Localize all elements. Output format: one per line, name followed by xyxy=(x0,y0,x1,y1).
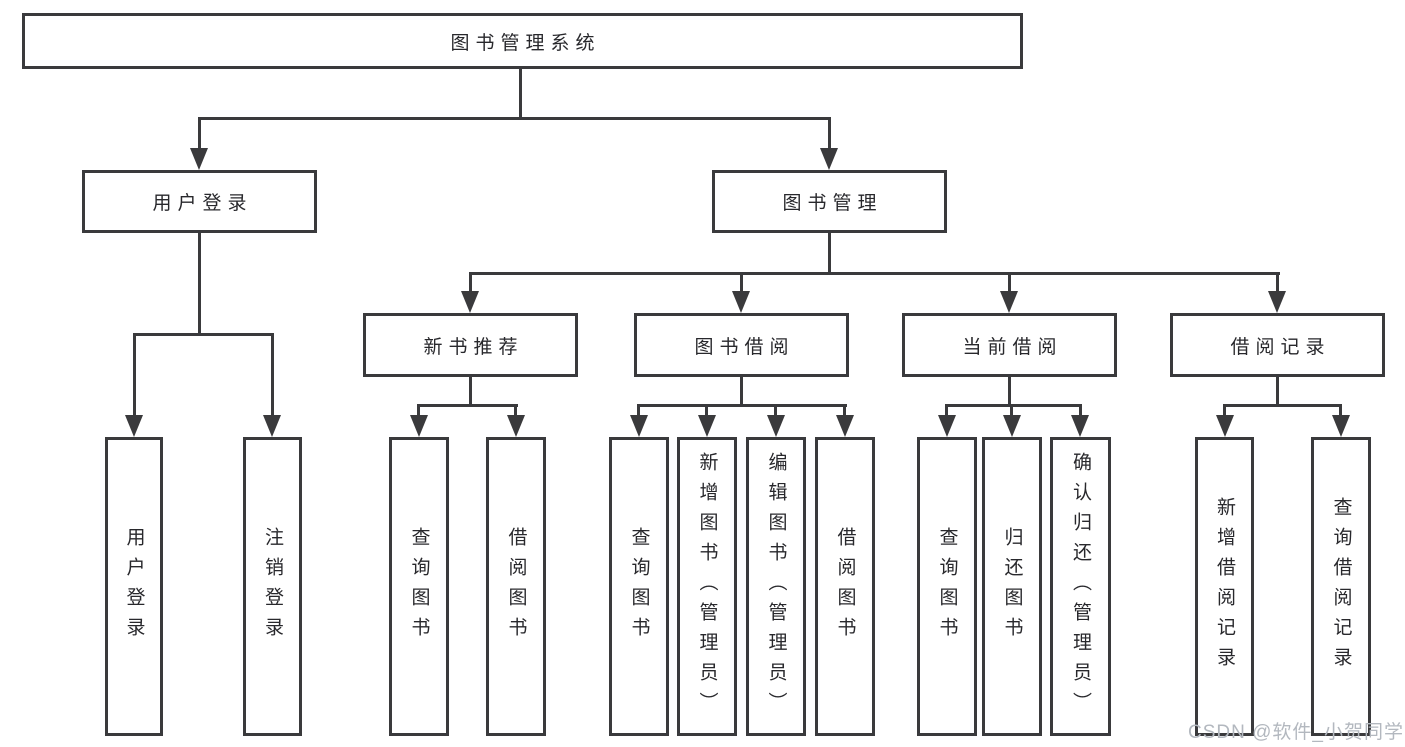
leaf-query-book-3: 查询图书 xyxy=(917,437,977,736)
leaf-query-book-2: 查询图书 xyxy=(609,437,669,736)
leaf-return-book-label: 归还图书 xyxy=(1001,526,1023,647)
connector-line xyxy=(271,333,274,417)
arrowhead xyxy=(125,415,143,437)
connector-line xyxy=(133,333,136,417)
connector-line xyxy=(1223,404,1342,407)
leaf-logout: 注销登录 xyxy=(243,437,302,736)
connector-line xyxy=(843,404,846,417)
connector-line xyxy=(519,69,522,119)
node-user-login: 用户登录 xyxy=(82,170,317,233)
connector-line xyxy=(705,404,708,417)
connector-line xyxy=(133,333,274,336)
leaf-add-borrow-record-label: 新增借阅记录 xyxy=(1214,496,1235,677)
arrowhead xyxy=(1003,415,1021,437)
csdn-watermark: CSDN @软件_小贺同学 xyxy=(1188,722,1404,743)
node-new-book-recommend-label: 新书推荐 xyxy=(423,336,524,358)
leaf-query-borrow-record: 查询借阅记录 xyxy=(1311,437,1371,736)
leaf-add-book-admin: 新增图书（管理员） xyxy=(677,437,737,736)
leaf-user-login-label: 用户登录 xyxy=(123,526,145,647)
arrowhead xyxy=(461,291,479,313)
connector-line xyxy=(198,117,201,150)
leaf-borrow-book-1-label: 借阅图书 xyxy=(505,526,527,647)
node-current-borrow-label: 当前借阅 xyxy=(962,336,1063,358)
node-new-book-recommend: 新书推荐 xyxy=(363,313,578,377)
arrowhead xyxy=(836,415,854,437)
arrowhead xyxy=(507,415,525,437)
connector-line xyxy=(774,404,777,417)
connector-line xyxy=(469,272,1280,275)
node-borrow-record-label: 借阅记录 xyxy=(1230,336,1331,358)
leaf-query-book-1: 查询图书 xyxy=(389,437,449,736)
leaf-confirm-return-admin-label: 确认归还（管理员） xyxy=(1070,451,1091,722)
leaf-user-login: 用户登录 xyxy=(105,437,163,736)
connector-line xyxy=(828,233,831,275)
arrowhead xyxy=(263,415,281,437)
node-root: 图书管理系统 xyxy=(22,13,1023,69)
leaf-borrow-book-1: 借阅图书 xyxy=(486,437,546,736)
leaf-add-book-admin-label: 新增图书（管理员） xyxy=(696,451,718,722)
arrowhead xyxy=(698,415,716,437)
connector-line xyxy=(1276,272,1279,293)
node-book-management-label: 图书管理 xyxy=(782,193,883,214)
connector-line xyxy=(1079,404,1082,417)
arrowhead xyxy=(767,415,785,437)
connector-line xyxy=(1008,272,1011,293)
arrowhead xyxy=(938,415,956,437)
arrowhead xyxy=(1071,415,1089,437)
connector-line xyxy=(945,404,1082,407)
arrowhead xyxy=(732,291,750,313)
arrowhead xyxy=(1216,415,1234,437)
node-root-label: 图书管理系统 xyxy=(450,32,601,54)
leaf-query-book-1-label: 查询图书 xyxy=(408,526,430,647)
arrowhead xyxy=(190,148,208,170)
leaf-add-borrow-record: 新增借阅记录 xyxy=(1195,437,1254,736)
node-borrow-record: 借阅记录 xyxy=(1170,313,1385,377)
connector-line xyxy=(828,117,831,150)
leaf-borrow-book-2: 借阅图书 xyxy=(815,437,875,736)
connector-line xyxy=(1010,404,1013,417)
leaf-logout-label: 注销登录 xyxy=(262,526,283,647)
leaf-return-book: 归还图书 xyxy=(982,437,1042,736)
connector-line xyxy=(637,404,640,417)
connector-line xyxy=(1276,377,1279,406)
connector-line xyxy=(945,404,948,417)
leaf-query-book-3-label: 查询图书 xyxy=(936,526,958,647)
arrowhead xyxy=(410,415,428,437)
leaf-borrow-book-2-label: 借阅图书 xyxy=(834,526,856,647)
connector-line xyxy=(740,377,743,406)
node-book-borrow-label: 图书借阅 xyxy=(694,336,795,358)
arrowhead xyxy=(1332,415,1350,437)
node-book-management: 图书管理 xyxy=(712,170,947,233)
connector-line xyxy=(740,272,743,293)
connector-line xyxy=(514,404,517,417)
connector-line xyxy=(1339,404,1342,417)
leaf-edit-book-admin-label: 编辑图书（管理员） xyxy=(765,451,787,722)
connector-line xyxy=(198,233,201,336)
arrowhead xyxy=(1000,291,1018,313)
node-user-login-label: 用户登录 xyxy=(152,193,253,214)
node-book-borrow: 图书借阅 xyxy=(634,313,849,377)
connector-line xyxy=(1223,404,1226,417)
connector-line xyxy=(469,377,472,406)
node-current-borrow: 当前借阅 xyxy=(902,313,1117,377)
leaf-query-book-2-label: 查询图书 xyxy=(628,526,650,647)
arrowhead xyxy=(630,415,648,437)
arrowhead xyxy=(1268,291,1286,313)
connector-line xyxy=(1008,377,1011,406)
leaf-query-borrow-record-label: 查询借阅记录 xyxy=(1330,496,1352,677)
connector-line xyxy=(417,404,420,417)
arrowhead xyxy=(820,148,838,170)
connector-line xyxy=(417,404,518,407)
leaf-confirm-return-admin: 确认归还（管理员） xyxy=(1050,437,1111,736)
leaf-edit-book-admin: 编辑图书（管理员） xyxy=(746,437,806,736)
connector-line xyxy=(469,272,472,293)
connector-line xyxy=(198,117,831,120)
connector-line xyxy=(637,404,847,407)
